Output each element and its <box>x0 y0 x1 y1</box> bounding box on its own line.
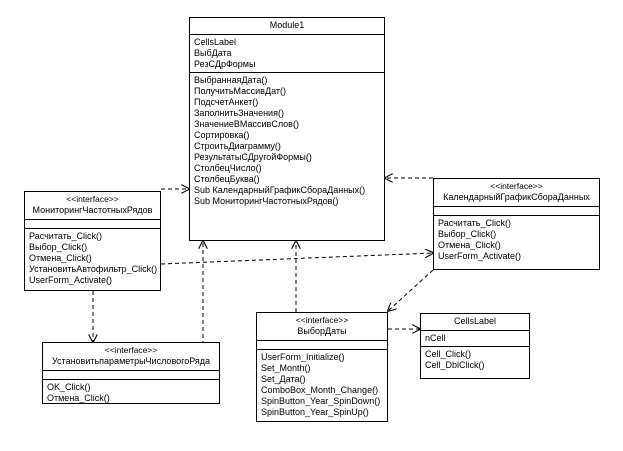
operation: Отмена_Click() <box>438 240 501 250</box>
operation: СтроитьДиаграмму() <box>194 141 281 151</box>
class-date-attributes <box>257 341 387 349</box>
operation: ComboBox_Month_Change() <box>261 385 379 395</box>
operation: OK_Click() <box>47 382 91 392</box>
class-params-name: УстановитьпараметрыЧисловогоРяда <box>51 356 211 366</box>
class-monitoring-name: МониторингЧастотныхРядов <box>32 205 153 215</box>
operation: SpinButton_Year_SpinUp() <box>261 407 369 417</box>
class-calendar-header: <<interface>> КалендарныйГрафикСбораДанн… <box>434 179 599 207</box>
class-monitoring-header: <<interface>> МониторингЧастотныхРядов <box>25 192 160 220</box>
operation: Set_Month() <box>261 363 311 373</box>
operation: ЗначениеВМассивСлов() <box>194 119 299 129</box>
operation: SpinButton_Year_SpinDown() <box>261 396 381 406</box>
edge-calendar-to-date <box>388 269 434 311</box>
class-calendar-attributes <box>434 207 599 215</box>
class-params-operations: OK_Click() Отмена_Click() <box>43 379 219 406</box>
class-cellslabel-header: CellsLabel <box>421 314 529 331</box>
class-params: <<interface>> УстановитьпараметрыЧислово… <box>42 342 220 404</box>
operation: Sub МониторингЧастотныхРядов() <box>194 196 339 206</box>
class-module1: Module1 CellsLabel ВыбДата РезСДрФормы В… <box>189 17 385 241</box>
class-date-header: <<interface>> ВыборДаты <box>257 313 387 341</box>
operation: Сортировка() <box>194 130 250 140</box>
class-monitoring: <<interface>> МониторингЧастотныхРядов Р… <box>24 191 161 291</box>
class-calendar-operations: Расчитать_Click() Выбор_Click() Отмена_C… <box>434 215 599 264</box>
class-params-header: <<interface>> УстановитьпараметрыЧислово… <box>43 343 219 371</box>
attribute: ВыбДата <box>194 48 232 58</box>
operation: СтолбецЧисло() <box>194 163 262 173</box>
operation: Отмена_Click() <box>29 253 92 263</box>
class-cellslabel: CellsLabel nCell Cell_Click() Cell_DblCl… <box>420 313 530 379</box>
class-cellslabel-operations: Cell_Click() Cell_DblClick() <box>421 346 529 373</box>
class-monitoring-stereotype: <<interface>> <box>66 194 119 204</box>
attribute: nCell <box>425 333 446 343</box>
attribute: РезСДрФормы <box>194 59 256 69</box>
operation: Sub КалендарныйГрафикСбораДанных() <box>194 185 366 195</box>
class-date-name: ВыборДаты <box>297 326 347 336</box>
class-cellslabel-attributes: nCell <box>421 331 529 346</box>
class-date-operations: UserForm_Initialize() Set_Month() Set_Да… <box>257 349 387 420</box>
class-calendar: <<interface>> КалендарныйГрафикСбораДанн… <box>433 178 600 270</box>
class-params-stereotype: <<interface>> <box>104 345 158 355</box>
operation: UserForm_Activate() <box>29 275 113 285</box>
class-module1-name: Module1 <box>269 20 305 30</box>
operation: Cell_DblClick() <box>425 360 485 370</box>
operation: РезультатыСДругойФормы() <box>194 152 312 162</box>
class-module1-operations: ВыбраннаяДата() ПолучитьМассивДат() Подс… <box>190 72 384 209</box>
operation: ВыбраннаяДата() <box>194 75 268 85</box>
operation: UserForm_Initialize() <box>261 352 345 362</box>
class-module1-header: Module1 <box>190 18 384 35</box>
class-date-stereotype: <<interface>> <box>295 315 349 325</box>
class-monitoring-operations: Расчитать_Click() Выбор_Click() Отмена_C… <box>25 228 160 288</box>
operation: Set_Дата() <box>261 374 306 384</box>
operation: ПолучитьМассивДат() <box>194 86 286 96</box>
operation: Расчитать_Click() <box>438 218 511 228</box>
class-monitoring-attributes <box>25 220 160 228</box>
class-module1-attributes: CellsLabel ВыбДата РезСДрФормы <box>190 35 384 72</box>
operation: Cell_Click() <box>425 349 472 359</box>
operation: Расчитать_Click() <box>29 231 102 241</box>
operation: UserForm_Activate() <box>438 251 522 261</box>
class-cellslabel-name: CellsLabel <box>453 316 497 326</box>
operation: ПодсчетАнкет() <box>194 97 259 107</box>
operation: СтолбецБуква() <box>194 174 260 184</box>
operation: Выбор_Click() <box>29 242 88 252</box>
class-calendar-stereotype: <<interface>> <box>490 181 543 191</box>
operation: Выбор_Click() <box>438 229 497 239</box>
operation: ЗаполнитьЗначения() <box>194 108 284 118</box>
operation: Отмена_Click() <box>47 393 110 403</box>
class-params-attributes <box>43 371 219 379</box>
operation: УстановитьАвтофильтр_Click() <box>29 264 158 274</box>
edge-monitoring-to-calendar <box>160 253 433 265</box>
attribute: CellsLabel <box>194 37 237 47</box>
class-calendar-name: КалендарныйГрафикСбораДанных <box>443 192 590 202</box>
class-date: <<interface>> ВыборДаты UserForm_Initial… <box>256 312 388 422</box>
